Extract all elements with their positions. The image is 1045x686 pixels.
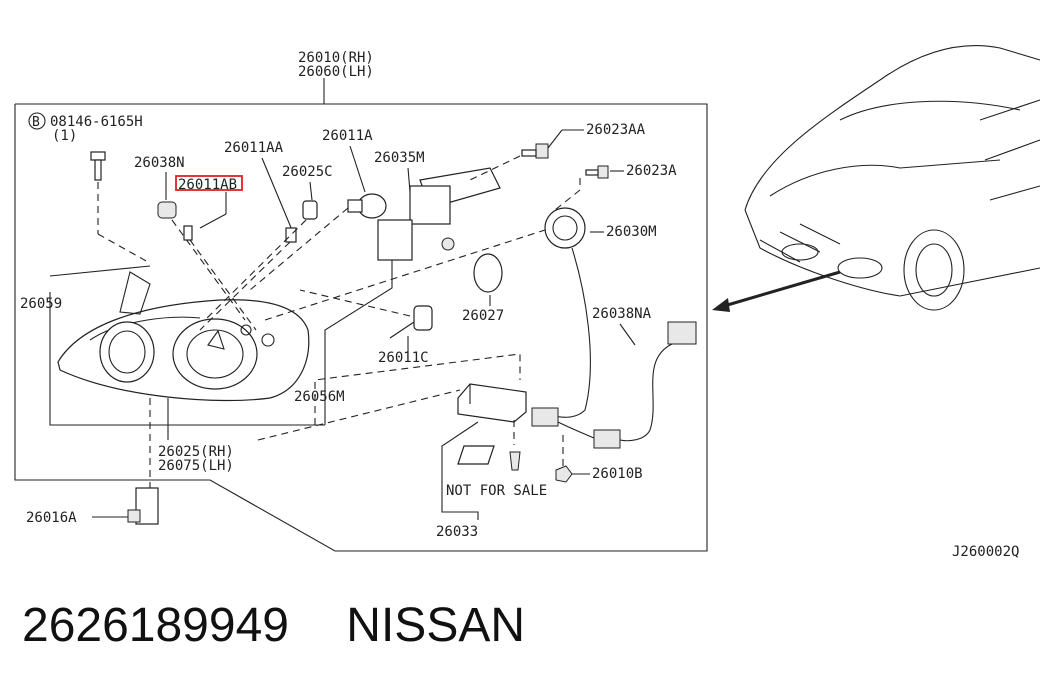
cap-26030M [544,207,591,418]
gasket-26027 [473,253,503,293]
bulb-26011C [389,305,433,339]
label-26016A: 26016A [26,510,77,526]
bracket-26016A [127,487,159,525]
label-26023A: 26023A [626,163,677,179]
bulb-26011AA [285,227,297,243]
ballast-26033 [457,383,527,465]
diagram-code: J260002Q [952,544,1019,560]
screw-part [90,151,149,263]
part-number: 2626189949 [22,599,289,652]
bulb-26038N [157,201,177,219]
assembly-frame [14,78,708,552]
label-26023AA: 26023AA [586,122,646,138]
label-26025RH: 26025(RH) [158,444,234,460]
bolt-badge-circle [28,112,46,130]
label-26056M: 26056M [294,389,345,405]
label-26011AB: 26011AB [178,177,237,193]
label-26027: 26027 [462,308,504,324]
assembly-rh-label: 26010(RH) [298,50,374,66]
label-26011A: 26011A [322,128,373,144]
label-not-for-sale: NOT FOR SALE [446,483,547,499]
bulb-26025C [302,200,318,220]
label-26030M: 26030M [606,224,657,240]
label-26038N: 26038N [134,155,185,171]
label-26033: 26033 [436,524,478,540]
locator-arrow [712,270,841,312]
bulb-26011AB [183,225,193,241]
screw-26023AA [521,143,549,159]
bolt-badge-letter: B [32,115,40,130]
assembly-lh-label: 26060(LH) [298,64,374,80]
bulb-26011A [347,193,387,219]
car-sketch [744,45,1041,311]
label-26011AA: 26011AA [224,140,284,156]
label-26025C: 26025C [282,164,333,180]
bolt-spec-callout: B 08146-6165H (1) [28,112,143,144]
headlamp-housing [57,271,310,402]
screw-26010B [509,451,521,471]
nut-26010B [555,465,573,483]
label-26075LH: 26075(LH) [158,458,234,474]
label-26011C: 26011C [378,350,429,366]
label-26010B: 26010B [592,466,643,482]
label-26038NA: 26038NA [592,306,652,322]
label-26059: 26059 [20,296,62,312]
bolt-spec-label: 08146-6165H [50,114,143,130]
highlight-box-26011AB [175,175,243,191]
part-26035M [377,167,501,261]
label-26035M: 26035M [374,150,425,166]
bolt-qty-label: (1) [52,128,77,144]
screw-26023A [585,165,609,179]
footer: 2626189949 NISSAN [22,598,525,658]
harness-26038NA [531,321,697,449]
brand-name: NISSAN [346,599,526,652]
